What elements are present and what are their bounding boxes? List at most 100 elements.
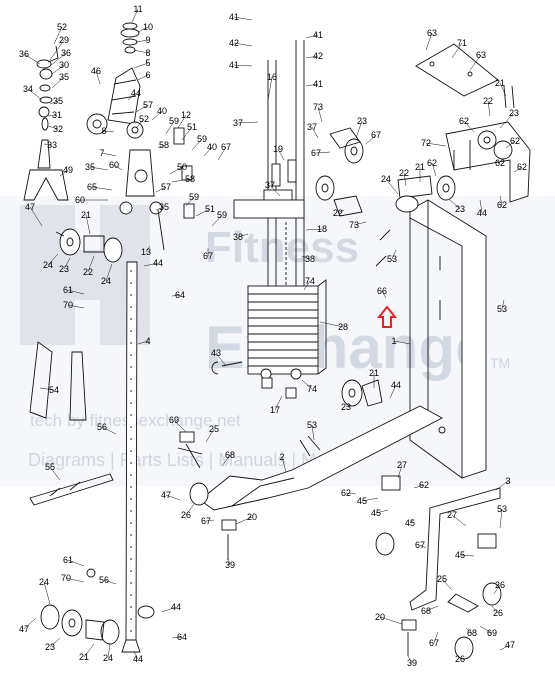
- callout-leader-line: [301, 255, 311, 260]
- callout-leader-line: [137, 340, 149, 345]
- part-callout-number: 47: [505, 640, 515, 650]
- part-callout-number: 65: [87, 182, 97, 192]
- part-callout-number: 44: [153, 258, 163, 268]
- part-callout-number: 53: [387, 254, 397, 264]
- part-callout-number: 21: [81, 210, 91, 220]
- part-callout-number: 7: [99, 148, 104, 158]
- upper-pulley-bracket-72: [445, 85, 531, 203]
- part-callout-number: 20: [247, 512, 257, 522]
- callout-leader-line: [49, 466, 61, 481]
- part-callout-number: 52: [139, 114, 149, 124]
- part-callout-number: 71: [457, 38, 467, 48]
- part-callout-number: 67: [203, 251, 213, 261]
- part-callout-number: 38: [233, 232, 243, 242]
- part-callout-number: 23: [45, 642, 55, 652]
- part-callout-number: 45: [455, 550, 465, 560]
- callout-leader-line: [185, 196, 195, 207]
- part-callout-number: 64: [177, 632, 187, 642]
- part-callout-number: 22: [333, 208, 343, 218]
- part-callout-number: 45: [357, 496, 367, 506]
- callout-leader-line: [101, 152, 117, 157]
- callout-leader-line: [195, 208, 211, 217]
- part-callout-number: 53: [307, 420, 317, 430]
- callout-leader-line: [133, 62, 149, 69]
- callout-leader-line: [305, 55, 319, 59]
- callout-leader-line: [173, 419, 187, 433]
- callout-leader-line: [501, 299, 505, 310]
- part-callout-number: 26: [181, 510, 191, 520]
- part-callout-number: 59: [217, 210, 227, 220]
- part-callout-number: 49: [63, 165, 73, 175]
- callout-leader-line: [67, 289, 85, 295]
- callout-leader-line: [269, 184, 281, 197]
- callout-leader-line: [375, 509, 389, 514]
- part-callout-number: 62: [495, 158, 505, 168]
- part-callout-number: 45: [405, 518, 415, 528]
- part-callout-number: 62: [510, 136, 520, 146]
- callout-leader-line: [151, 110, 163, 121]
- part-callout-number: 11: [133, 4, 142, 14]
- callout-leader-line: [89, 166, 109, 171]
- watermark-tm: TM: [490, 355, 510, 371]
- part-callout-number: 23: [357, 116, 367, 126]
- callout-leader-line: [419, 544, 427, 549]
- part-callout-number: 23: [455, 204, 465, 214]
- part-callout-number: 25: [437, 574, 447, 584]
- watermark-word-1: Fitness: [205, 223, 359, 272]
- callout-leader-line: [133, 651, 139, 660]
- callout-leader-line: [165, 120, 175, 135]
- callout-leader-line: [233, 16, 253, 21]
- callout-leader-line: [479, 625, 493, 634]
- bottom-arm-3: [401, 487, 502, 660]
- main-frame-1: [375, 195, 487, 479]
- callout-leader-line: [171, 178, 191, 183]
- part-callout-number: 74: [305, 276, 315, 286]
- part-callout-number: 63: [476, 50, 486, 60]
- part-callout-number: 3: [505, 476, 510, 486]
- part-callout-number: 69: [169, 415, 179, 425]
- callout-leader-line: [345, 405, 351, 408]
- part-callout-number: 22: [399, 168, 409, 178]
- part-callout-number: 35: [159, 202, 169, 212]
- part-callout-number: 57: [161, 182, 171, 192]
- callout-leader-line: [235, 516, 253, 525]
- part-callout-number: 20: [375, 612, 385, 622]
- part-callout-number: 62: [419, 480, 429, 490]
- callout-leader-line: [49, 52, 67, 67]
- callout-leader-line: [205, 519, 215, 522]
- callout-leader-line: [425, 142, 447, 147]
- callout-leader-line: [479, 199, 483, 214]
- part-callout-number: 51: [205, 204, 215, 214]
- part-callout-number: 62: [341, 488, 351, 498]
- callout-leader-line: [385, 178, 399, 195]
- part-callout-number: 37: [265, 180, 275, 190]
- callout-leader-line: [51, 64, 65, 75]
- part-callout-number: 42: [229, 38, 239, 48]
- part-callout-number: 70: [63, 300, 73, 310]
- part-callout-number: 67: [415, 540, 425, 550]
- part-callout-number: 73: [349, 220, 359, 230]
- part-callout-number: 68: [467, 628, 477, 638]
- callout-leader-line: [431, 162, 437, 177]
- part-callout-number: 73: [313, 102, 323, 112]
- callout-leader-line: [157, 144, 165, 149]
- part-callout-number: 74: [307, 384, 317, 394]
- callout-leader-line: [171, 636, 183, 639]
- part-callout-number: 44: [131, 88, 141, 98]
- part-callout-number: 67: [371, 130, 381, 140]
- part-callout-number: 24: [101, 276, 111, 286]
- callout-leader-line: [47, 125, 59, 130]
- callout-leader-line: [47, 114, 58, 117]
- part-callout-number: 21: [495, 78, 505, 88]
- callout-leader-line: [233, 42, 253, 47]
- part-callout-number: 28: [338, 322, 348, 332]
- part-callout-number: 58: [185, 174, 195, 184]
- callout-leader-line: [379, 616, 403, 625]
- part-callout-number: 44: [171, 602, 181, 612]
- callout-leader-line: [145, 245, 151, 253]
- callout-leader-line: [319, 321, 344, 328]
- callout-leader-line: [487, 100, 491, 117]
- part-callout-number: 39: [407, 658, 417, 668]
- upper-pivot-arm: [86, 22, 195, 251]
